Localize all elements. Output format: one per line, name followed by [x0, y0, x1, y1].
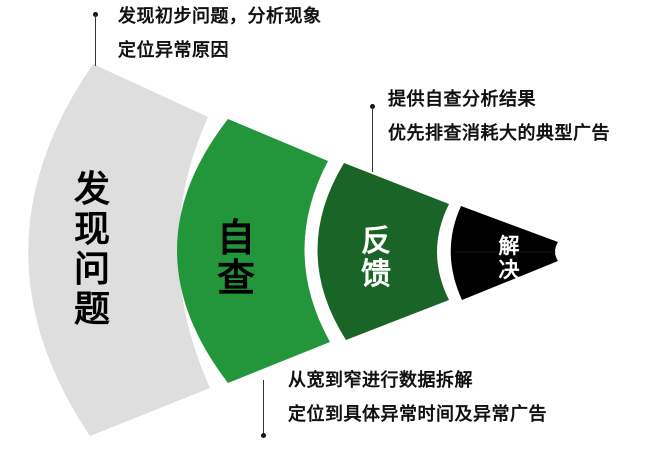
stage-label-discover: 发 现 问 题 [72, 170, 112, 330]
stage-label-feedback: 反 馈 [357, 225, 395, 291]
stage-char: 反 [361, 224, 391, 259]
stage-label-resolve: 解 决 [496, 234, 522, 282]
annotation-leader-line [263, 380, 264, 435]
stage-char: 问 [73, 249, 110, 290]
annotation-feedback: 提供自查分析结果 优先排查消耗大的典型广告 [388, 83, 610, 151]
stage-char: 题 [73, 289, 110, 330]
stage-char: 查 [216, 256, 255, 300]
annotation-selfcheck: 从宽到窄进行数据拆解 定位到具体异常时间及异常广告 [288, 364, 547, 432]
stage-band-selfcheck [177, 119, 330, 383]
annotation-line: 提供自查分析结果 [388, 89, 536, 110]
stage-band-resolve [450, 206, 558, 300]
stage-label-selfcheck: 自 查 [214, 218, 258, 298]
annotation-line: 发现初步问题，分析现象 [118, 6, 322, 27]
stage-char: 决 [498, 258, 520, 282]
annotation-leader-line [372, 106, 373, 172]
stage-char: 现 [73, 209, 110, 250]
annotation-line: 定位异常原因 [118, 40, 229, 61]
stage-char: 发 [73, 169, 110, 210]
stage-char: 解 [498, 234, 520, 258]
stage-char: 馈 [361, 257, 391, 292]
annotation-discover: 发现初步问题，分析现象 定位异常原因 [118, 0, 322, 68]
annotation-leader-line [95, 14, 96, 66]
stage-band-discover [28, 64, 210, 436]
stage-band-feedback [317, 163, 449, 340]
annotation-line: 优先排查消耗大的典型广告 [388, 123, 610, 144]
annotation-line: 定位到具体异常时间及异常广告 [288, 404, 547, 425]
stage-char: 自 [216, 216, 255, 260]
annotation-line: 从宽到窄进行数据拆解 [288, 370, 473, 391]
annotation-dot [261, 433, 266, 438]
